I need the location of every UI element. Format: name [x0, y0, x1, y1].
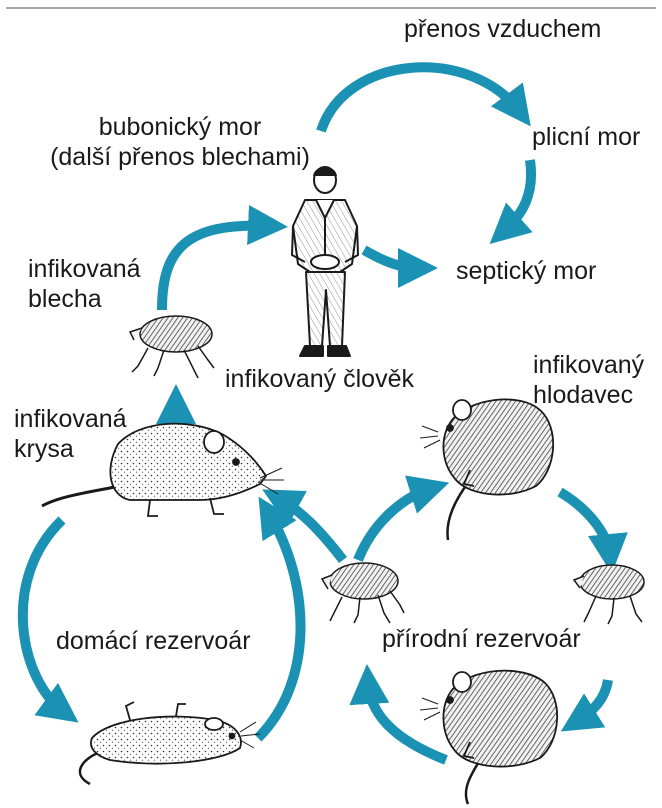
label-rat-line1: infikovaná [14, 404, 127, 434]
arrow-rodent-to-right-flea [560, 492, 610, 556]
label-pneumonic-plague: plicní mor [532, 122, 640, 152]
flea-top [130, 316, 214, 378]
flea-right [574, 565, 644, 624]
label-infected-flea: infikovaná blecha [28, 254, 141, 314]
arrow-human-to-septic [364, 250, 420, 268]
label-flea-line2: blecha [28, 284, 141, 314]
arrow-pneumonic-to-septic [503, 160, 531, 232]
dead-rat-figure [80, 702, 260, 784]
label-bubonic-line2: (další přenos blechami) [30, 142, 330, 172]
arrow-bubonic-to-pneumonic [321, 67, 520, 131]
label-domestic-reservoir: domácí rezervoár [56, 626, 251, 656]
rodent-bottom-figure [420, 671, 557, 804]
label-bubonic-plague: bubonický mor (další přenos blechami) [30, 112, 330, 172]
arrow-dead-rat-to-rat [258, 512, 301, 738]
arrow-center-flea-to-rodent [358, 488, 432, 560]
label-septicemic-plague: septický mor [456, 256, 596, 286]
label-infected-rodent: infikovaný hlodavec [533, 350, 644, 410]
arrow-right-side-to-bottom-rodent [576, 680, 608, 722]
label-infected-human: infikovaný člověk [225, 364, 414, 394]
arrow-flea-to-human [162, 226, 270, 310]
rodent-top-figure [420, 399, 553, 540]
label-flea-line1: infikovaná [28, 254, 141, 284]
label-rodent-line2: hlodavec [533, 380, 644, 410]
flea-center [322, 563, 404, 623]
label-rat-line2: krysa [14, 434, 127, 464]
label-rodent-line1: infikovaný [533, 350, 644, 380]
arrow-bottom-rodent-to-center [368, 682, 446, 760]
label-bubonic-line1: bubonický mor [30, 112, 330, 142]
arrow-rat-to-dead-rat [23, 520, 64, 712]
human-figure [292, 167, 358, 356]
label-infected-rat: infikovaná krysa [14, 404, 127, 464]
label-airborne-transmission: přenos vzduchem [404, 14, 601, 44]
label-natural-reservoir: přírodní rezervoár [382, 624, 581, 654]
